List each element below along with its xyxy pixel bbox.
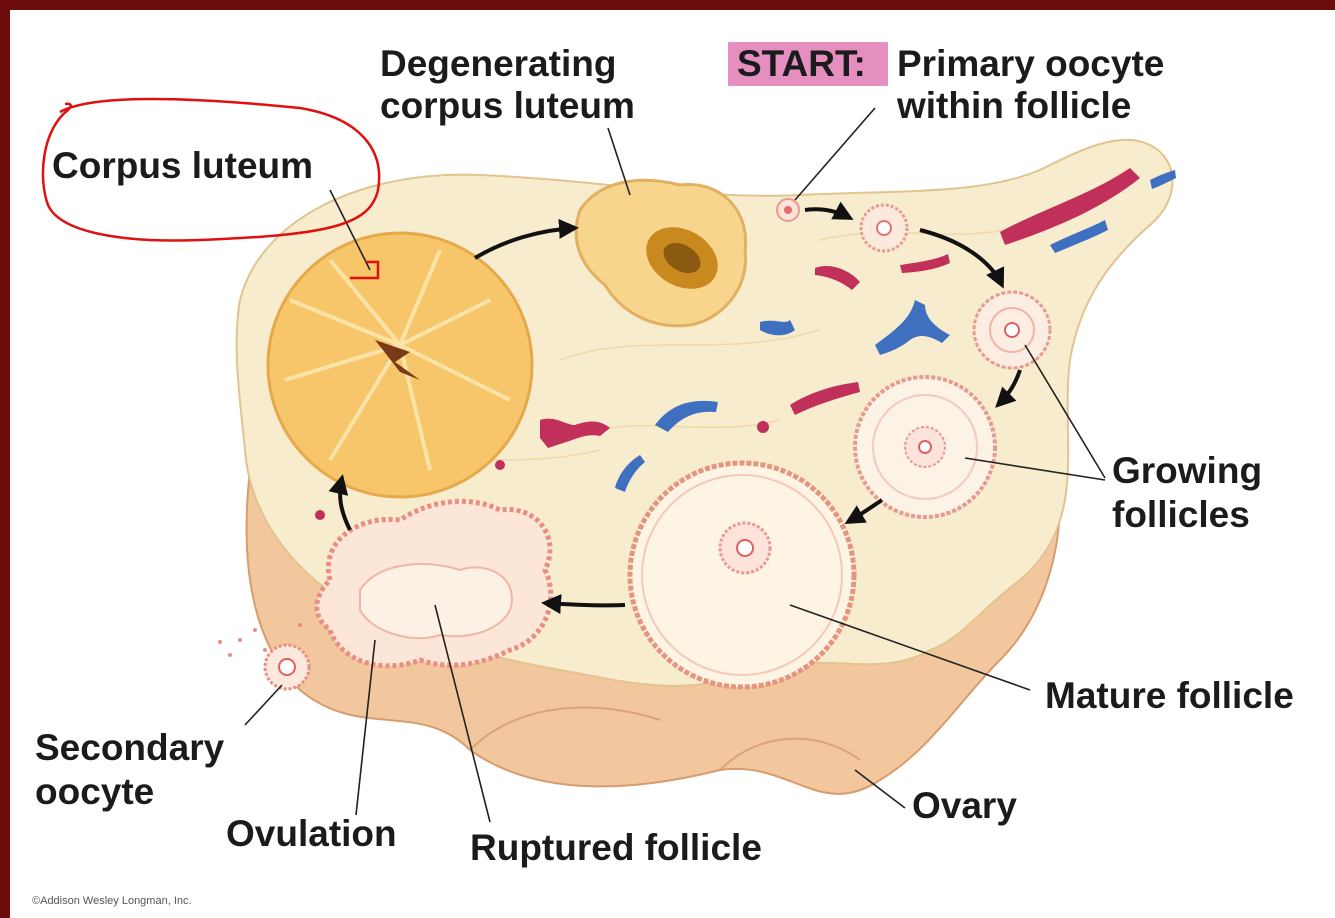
primary-follicle — [777, 199, 799, 221]
secondary-oocyte-label-line2: oocyte — [35, 771, 154, 812]
mature-follicle — [630, 463, 854, 687]
corpus-luteum-label: Corpus luteum — [52, 145, 313, 186]
degenerating-label-line1: Degenerating — [380, 43, 616, 84]
growing-follicle-small — [974, 292, 1050, 368]
primary-oocyte-label-line1: Primary oocyte — [897, 43, 1164, 84]
early-follicle — [861, 205, 907, 251]
ruptured-follicle-label: Ruptured follicle — [470, 827, 762, 868]
secondary-oocyte — [265, 645, 309, 689]
start-label: START: — [737, 43, 866, 84]
mature-follicle-label: Mature follicle — [1045, 675, 1294, 716]
primary-oocyte-label-line2: within follicle — [896, 85, 1131, 126]
copyright-credit: ©Addison Wesley Longman, Inc. — [32, 895, 192, 907]
growing-follicles-label-line1: Growing — [1112, 450, 1262, 491]
arrow-mature-to-ruptured — [545, 603, 625, 605]
ovary-label: Ovary — [912, 785, 1017, 826]
growing-follicle-large — [855, 377, 995, 517]
ovulation-label: Ovulation — [226, 813, 397, 854]
degenerating-label-line2: corpus luteum — [380, 85, 635, 126]
secondary-oocyte-label-line1: Secondary — [35, 727, 225, 768]
growing-follicles-label-line2: follicles — [1112, 494, 1250, 535]
corpus-luteum — [268, 233, 532, 497]
